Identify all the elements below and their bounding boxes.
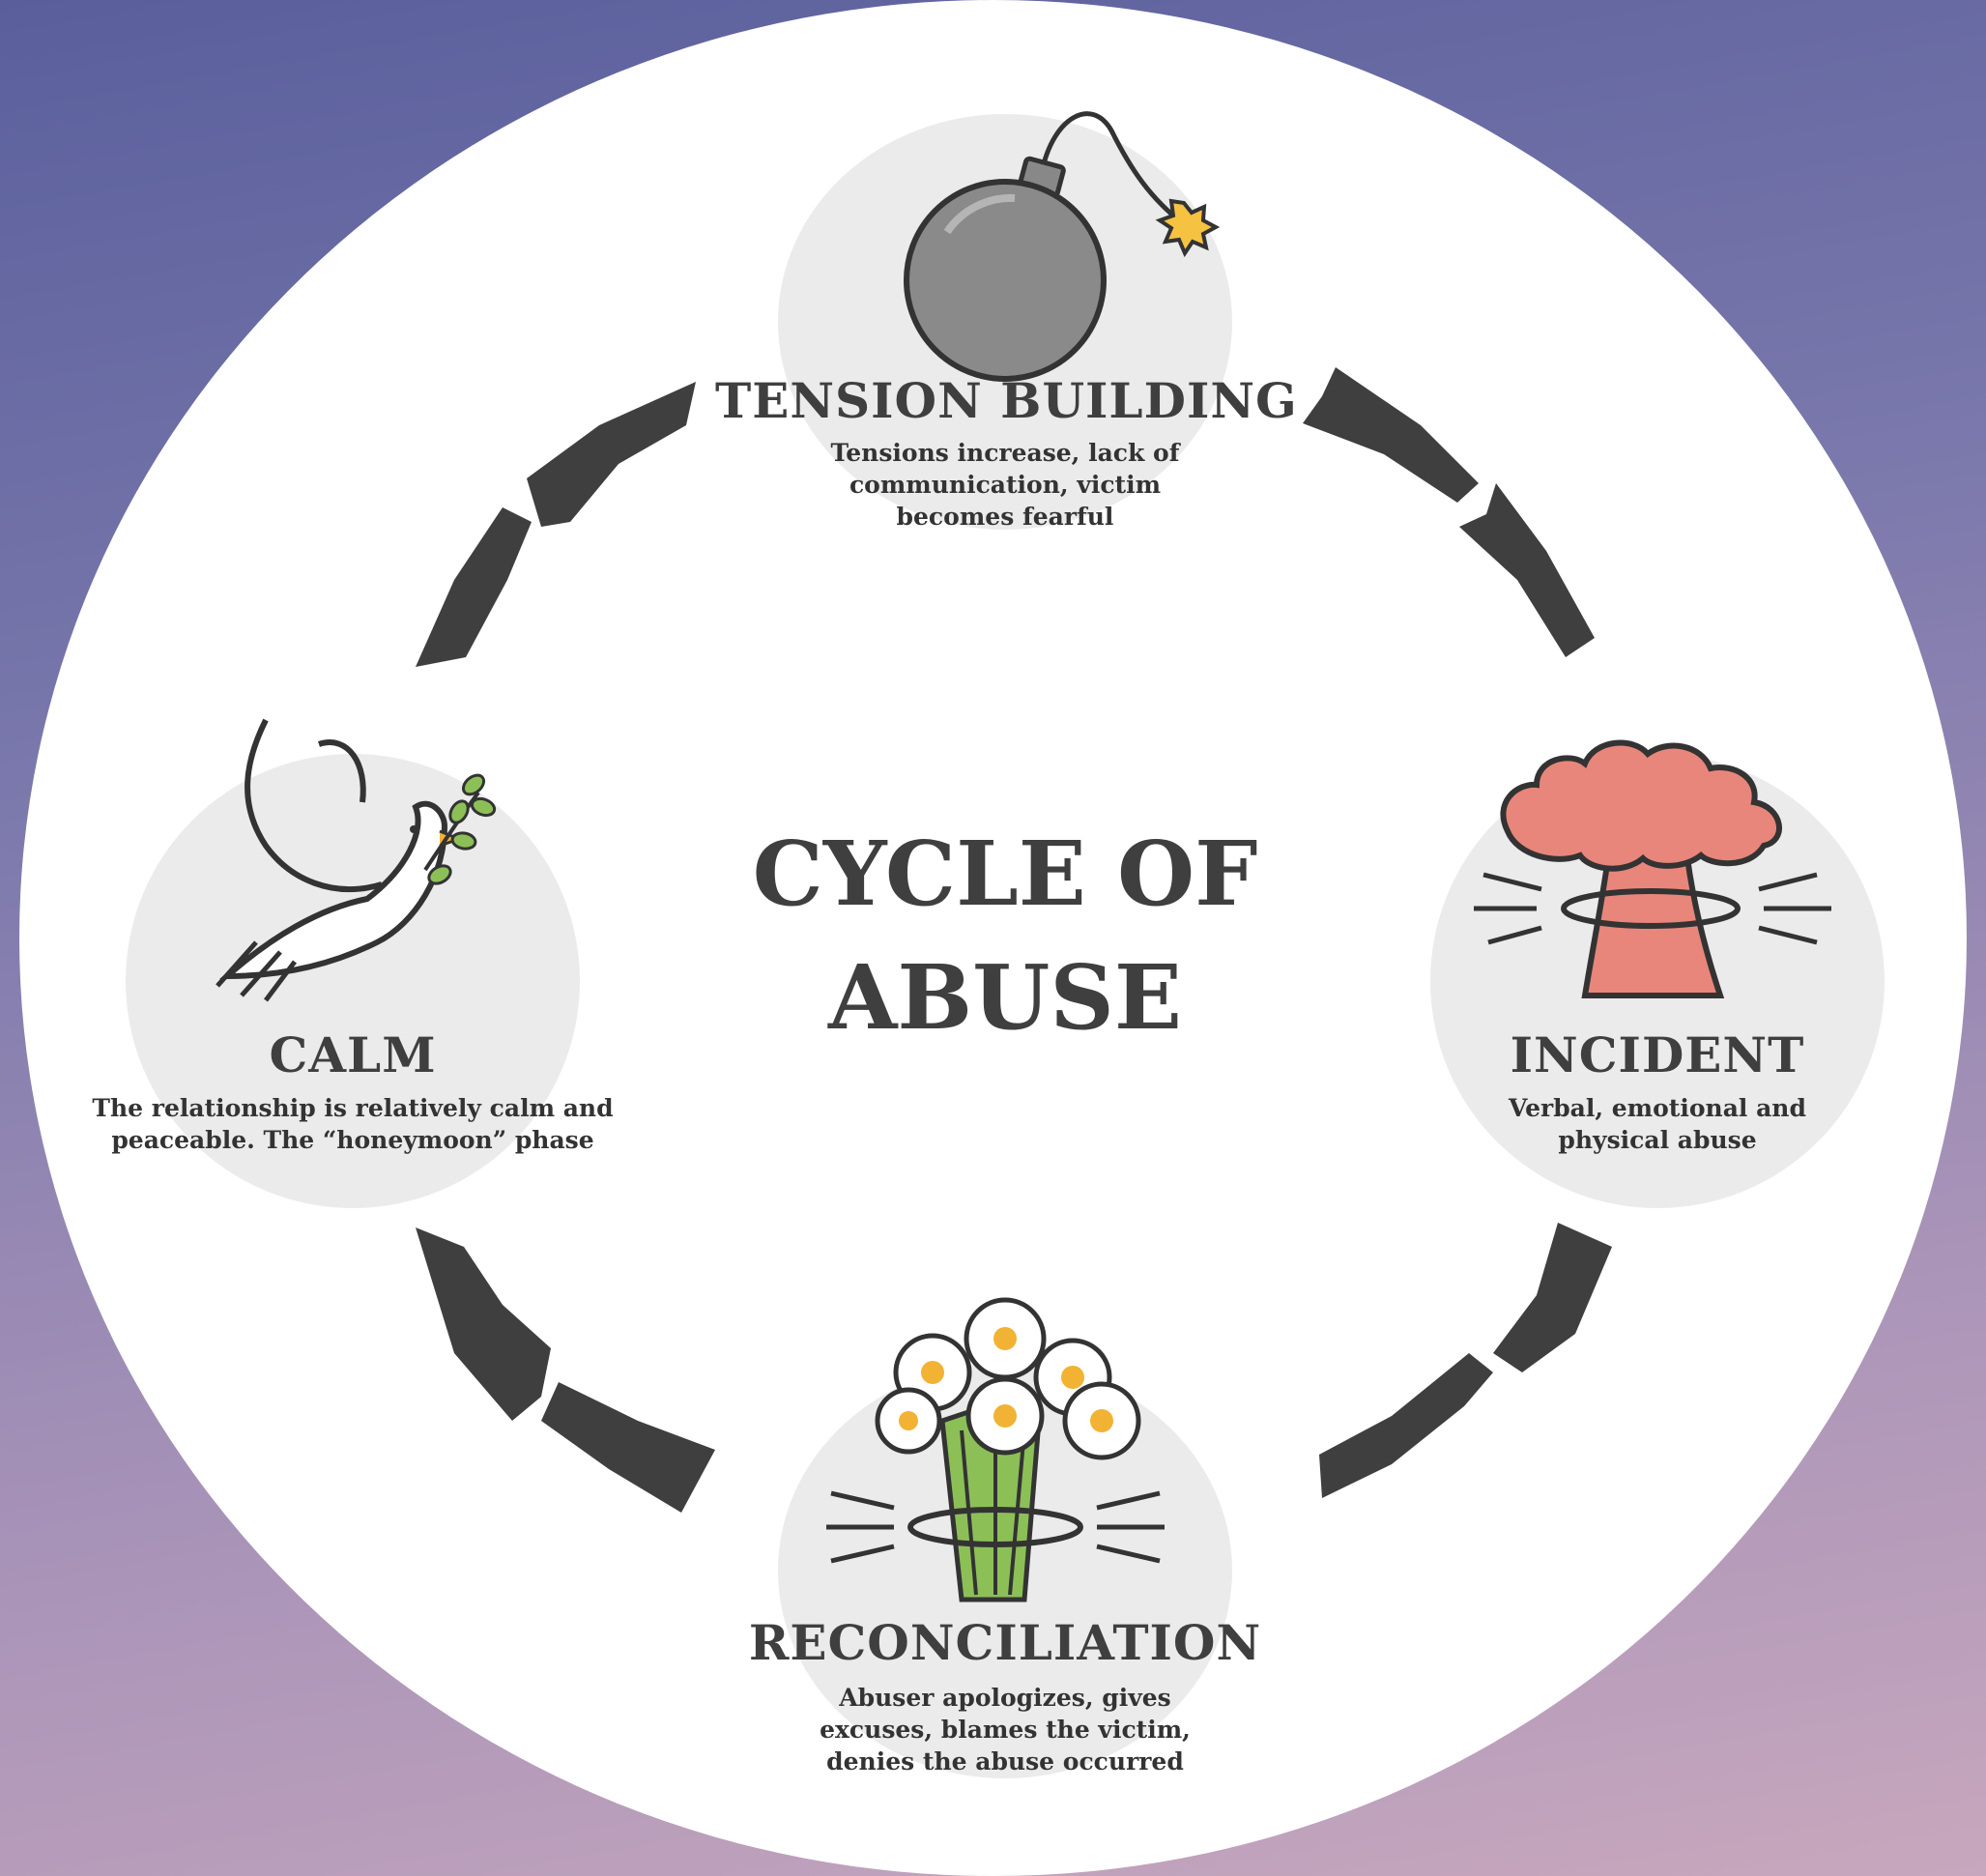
arrow-incident-to-reconciliation-1 bbox=[1493, 1223, 1612, 1372]
tension-desc-line: Tensions increase, lack of bbox=[830, 439, 1180, 467]
calm-desc-line: peaceable. The “honeymoon” phase bbox=[111, 1126, 594, 1154]
tension-desc-line: becomes fearful bbox=[896, 503, 1114, 531]
diagram-title: CYCLE OF ABUSE bbox=[619, 812, 1392, 1059]
calm-desc-line: The relationship is relatively calm and bbox=[92, 1094, 614, 1122]
bomb-icon bbox=[904, 111, 1221, 382]
calm-icon-bg bbox=[126, 754, 580, 1208]
incident-desc-line: Verbal, emotional and bbox=[1509, 1094, 1806, 1122]
arrow-calm-to-tension-1 bbox=[416, 507, 532, 667]
cycle-arrows bbox=[416, 367, 1612, 1513]
arrow-reconciliation-to-calm-2 bbox=[416, 1227, 551, 1421]
arrow-incident-to-reconciliation-2 bbox=[1319, 1353, 1493, 1498]
explosion-icon bbox=[1474, 739, 1831, 998]
calm-description: The relationship is relatively calm and … bbox=[68, 1092, 638, 1156]
reconciliation-desc-line: excuses, blames the victim, bbox=[820, 1716, 1191, 1744]
tension-desc-line: communication, victim bbox=[849, 471, 1162, 499]
reconciliation-desc-line: Abuser apologizes, gives bbox=[839, 1684, 1171, 1712]
diagram-title-line-1: CYCLE OF bbox=[752, 822, 1258, 926]
incident-description: Verbal, emotional and physical abuse bbox=[1416, 1092, 1899, 1156]
reconciliation-description: Abuser apologizes, gives excuses, blames… bbox=[715, 1682, 1295, 1777]
arrow-tension-to-incident-2 bbox=[1459, 483, 1595, 657]
reconciliation-title: RECONCILIATION bbox=[748, 1614, 1262, 1671]
flowers-icon bbox=[826, 1297, 1165, 1602]
dove-icon bbox=[216, 718, 497, 1002]
diagram-title-line-2: ABUSE bbox=[828, 945, 1182, 1050]
arrow-reconciliation-to-calm-1 bbox=[541, 1382, 715, 1513]
arrow-tension-to-incident-1 bbox=[1303, 367, 1479, 503]
calm-title: CALM bbox=[269, 1026, 437, 1083]
arrow-calm-to-tension-2 bbox=[527, 382, 696, 527]
incident-desc-line: physical abuse bbox=[1558, 1126, 1757, 1154]
reconciliation-desc-line: denies the abuse occurred bbox=[826, 1747, 1184, 1775]
tension-title: TENSION BUILDING bbox=[715, 372, 1298, 429]
tension-description: Tensions increase, lack of communication… bbox=[715, 437, 1295, 533]
incident-title: INCIDENT bbox=[1510, 1026, 1805, 1083]
